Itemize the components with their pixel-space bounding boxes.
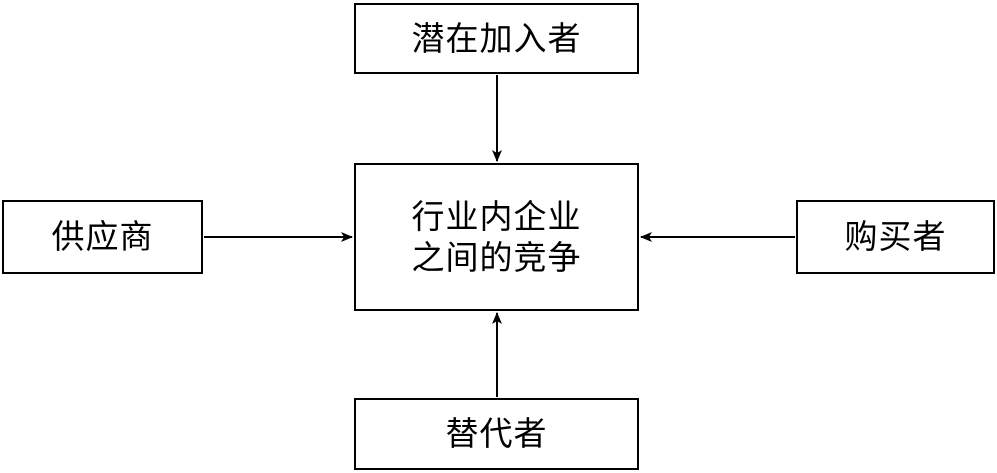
industry-rivalry-label-line2: 之间的竞争 xyxy=(411,238,582,277)
suppliers-box: 供应商 xyxy=(2,200,203,274)
potential-entrants-label: 潜在加入者 xyxy=(411,18,582,58)
potential-entrants-box: 潜在加入者 xyxy=(354,3,639,74)
suppliers-label: 供应商 xyxy=(51,217,154,257)
buyers-label: 购买者 xyxy=(844,217,947,257)
buyers-box: 购买者 xyxy=(796,200,995,274)
substitutes-box: 替代者 xyxy=(354,398,639,470)
industry-rivalry-label-line1: 行业内企业 xyxy=(411,196,582,236)
industry-rivalry-box: 行业内企业 之间的竞争 xyxy=(354,163,639,311)
substitutes-label: 替代者 xyxy=(445,414,548,454)
